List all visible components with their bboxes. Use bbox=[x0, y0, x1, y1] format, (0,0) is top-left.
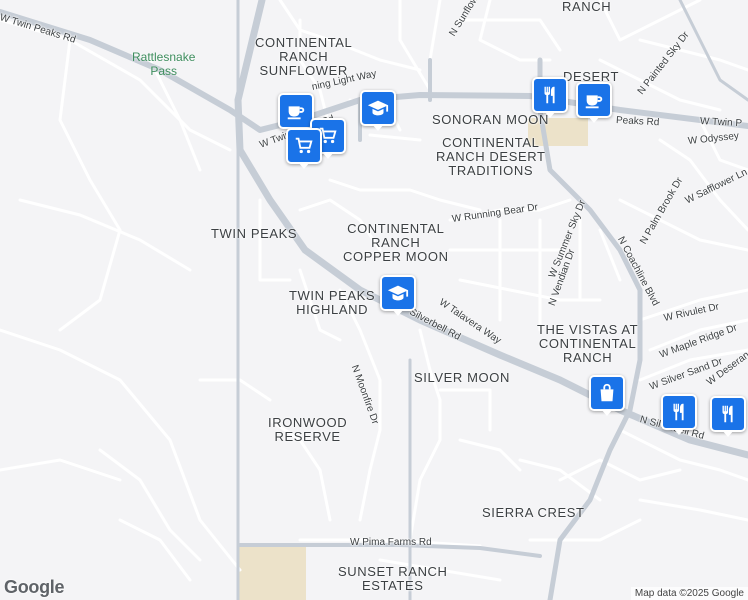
poi-restaurant-southeast-1[interactable] bbox=[661, 394, 697, 435]
shopping-bag-icon bbox=[600, 383, 614, 402]
shopping-cart-icon bbox=[319, 127, 337, 144]
commercial-area-south bbox=[238, 546, 306, 600]
coffee-cup-icon bbox=[287, 106, 305, 120]
poi-cafe-west[interactable] bbox=[278, 93, 314, 134]
graduation-cap-icon bbox=[367, 100, 389, 116]
poi-school-south[interactable] bbox=[380, 275, 416, 316]
commercial-area-north bbox=[528, 118, 588, 146]
area-label-sierra-crest: SIERRA CREST bbox=[482, 505, 585, 520]
minor-streets bbox=[0, 0, 748, 582]
poi-restaurant-north[interactable] bbox=[532, 77, 568, 118]
area-label-ranch: RANCH bbox=[562, 0, 612, 14]
area-label-sonoran-moon: SONORAN MOON bbox=[432, 112, 549, 127]
shopping-cart-icon bbox=[295, 137, 313, 154]
street-label-peaks-rd: Peaks Rd bbox=[615, 115, 660, 129]
fork-knife-icon bbox=[722, 405, 733, 423]
fork-knife-icon bbox=[673, 403, 684, 421]
coffee-cup-icon bbox=[585, 95, 603, 109]
street-label-w-pima-farms-rd: W Pima Farms Rd bbox=[350, 537, 432, 548]
poi-restaurant-southeast-2[interactable] bbox=[710, 396, 746, 437]
poi-school-north[interactable] bbox=[360, 90, 396, 131]
poi-shopping-cart[interactable] bbox=[286, 128, 322, 169]
graduation-cap-icon bbox=[387, 285, 409, 301]
google-logo[interactable]: Google bbox=[4, 577, 65, 597]
area-label-desert: DESERT bbox=[563, 69, 620, 84]
area-label-silver-moon: SILVER MOON bbox=[414, 370, 510, 385]
map-attribution[interactable]: Map data ©2025 Google bbox=[630, 587, 748, 600]
street-label-w-twin-peaks-rd-east: W Twin P bbox=[699, 116, 743, 130]
fork-knife-icon bbox=[544, 86, 555, 104]
area-label-twin-peaks: TWIN PEAKS bbox=[211, 226, 298, 241]
poi-cafe-east[interactable] bbox=[576, 82, 612, 123]
poi-shopping-bag[interactable] bbox=[589, 375, 625, 416]
